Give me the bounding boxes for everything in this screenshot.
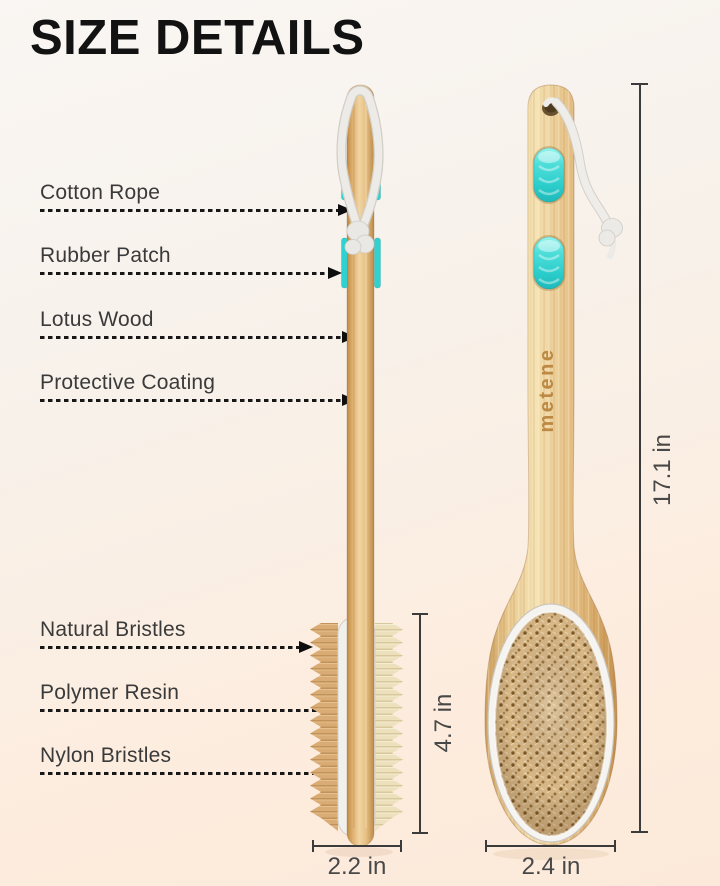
head-height-cap-top [412,613,428,615]
rope-knot-side [344,220,375,255]
callout-rubber-patch: Rubber Patch [40,244,342,280]
callout-polymer-resin: Polymer Resin [40,681,344,717]
callout-arrow [40,641,313,654]
overall-height-line [639,83,641,831]
overall-height-cap-top [631,83,648,85]
callout-nylon-bristles: Nylon Bristles [40,744,392,780]
callout-label: Natural Bristles [40,618,186,641]
callout-label: Polymer Resin [40,681,180,704]
callout-arrow [40,704,344,717]
head-depth-cap-left [312,840,314,852]
cotton-rope-side [336,85,384,234]
head-width-cap-right [614,840,616,852]
floor-reflection [493,848,609,860]
callout-arrow [40,204,352,217]
natural-bristles-side [310,623,338,831]
head-height-value: 4.7 in [430,693,457,753]
callout-protective-coating: Protective Coating [40,371,356,407]
callout-label: Nylon Bristles [40,744,172,767]
rubber-patch-front-lower [532,235,566,291]
arrowhead-icon [328,267,342,279]
callout-label: Protective Coating [40,371,216,394]
nylon-bristles-side [375,623,403,831]
rope-knot-front [598,218,623,247]
callout-arrow [40,767,392,780]
overall-height-cap-bottom [631,831,648,833]
rubber-patch-front-upper [532,146,566,204]
callout-arrow [40,267,342,280]
rim-highlight [494,611,608,837]
brush-front-view: metene [484,84,623,860]
callout-cotton-rope: Cotton Rope [40,181,352,217]
floor-reflection [325,847,393,857]
callout-natural-bristles: Natural Bristles [40,618,313,654]
head-height-cap-bottom [412,832,428,834]
head-width-value: 2.4 in [521,853,581,880]
callout-arrow [40,331,356,344]
head-depth-cap-right [400,840,402,852]
callout-label: Rubber Patch [40,244,171,267]
bristle-pad-shading [495,612,607,836]
callout-lotus-wood: Lotus Wood [40,308,356,344]
arrowhead-icon [299,641,313,653]
head-depth-line [312,845,402,847]
callout-arrow [40,394,356,407]
head-depth-value: 2.2 in [327,853,387,880]
page-title: SIZE DETAILS [30,11,365,65]
head-width-line [485,845,616,847]
head-width-cap-left [485,840,487,852]
brush-side-view [310,84,403,857]
brand-engraving: metene [536,347,558,432]
head-height-line [419,613,421,834]
callout-label: Lotus Wood [40,308,154,331]
callout-label: Cotton Rope [40,181,161,204]
overall-height-value: 17.1 in [649,433,676,507]
